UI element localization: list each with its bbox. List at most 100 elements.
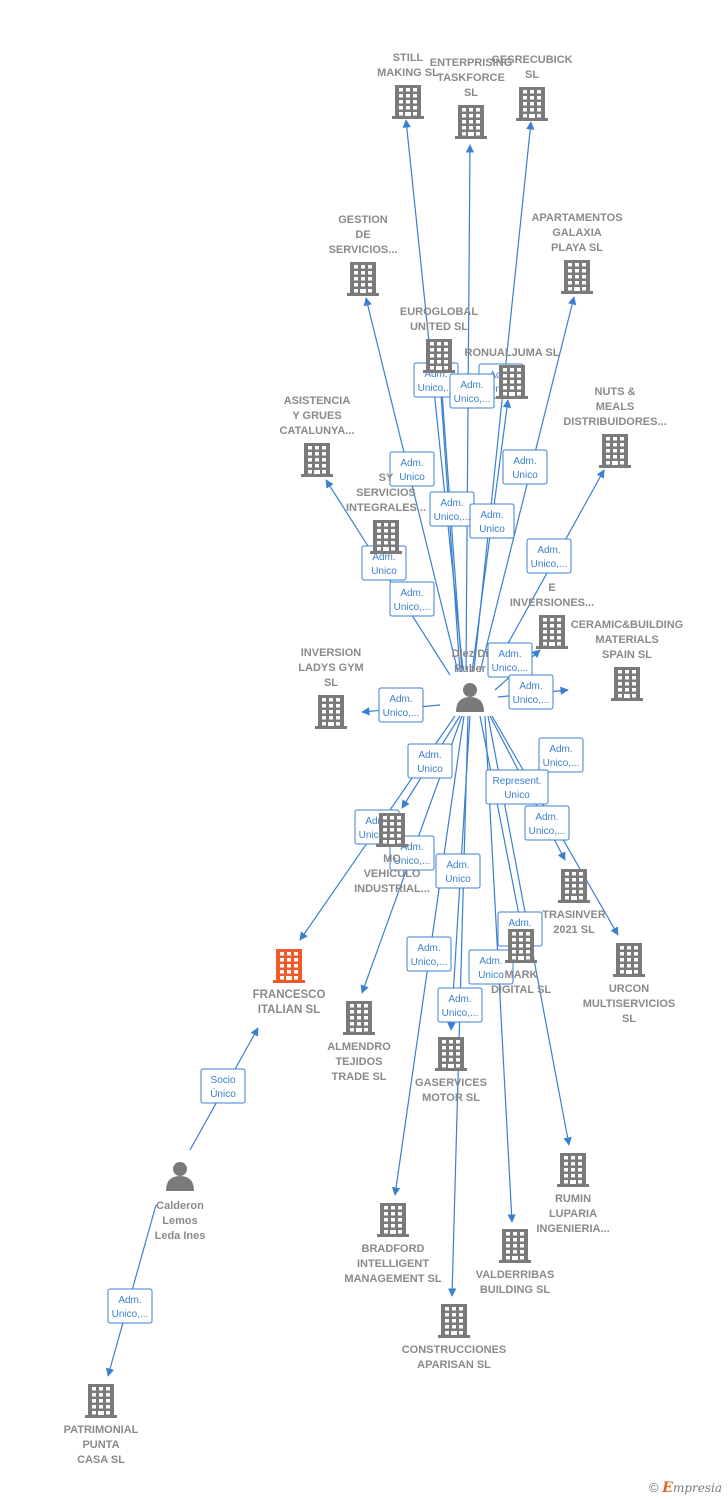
brand-footer[interactable]: © Empresia	[649, 1480, 722, 1496]
edge-label-diez-still[interactable]: Adm.Unico	[389, 451, 435, 487]
building-icon	[315, 695, 347, 729]
edge-label-diez-urcon[interactable]: Represent.Unico	[485, 769, 549, 805]
node-label-patrimonial: PATRIMONIAL	[64, 1424, 139, 1436]
edge-label-diez-inversion_ladys[interactable]: Adm.Unico,...	[378, 687, 424, 723]
edge-label-box	[200, 1068, 246, 1104]
node-label-calderon: Leda Ines	[155, 1230, 206, 1242]
node-label-gaservices: GASERVICES	[415, 1077, 487, 1089]
edge-label-diez-gaservices[interactable]: Adm.Unico	[435, 853, 481, 889]
node-label-apartamentos: APARTAMENTOS	[531, 212, 622, 224]
edge-label-box	[389, 451, 435, 487]
edge-label-box	[449, 373, 495, 409]
edge-label-text: Unico,...	[529, 826, 566, 837]
node-label-urcon: URCON	[609, 983, 649, 995]
edge-label-box	[508, 674, 554, 710]
brand-initial: E	[662, 1480, 673, 1496]
node-label-mo_vehiculo: INDUSTRIAL...	[354, 883, 430, 895]
node-label-bradford: MANAGEMENT SL	[344, 1273, 441, 1285]
edge-label-box	[526, 538, 572, 574]
node-gestion[interactable]: GESTIONDESERVICIOS...	[329, 214, 398, 296]
edge-label-diez-ceramic[interactable]: Adm.Unico,...	[508, 674, 554, 710]
node-nuts[interactable]: NUTS &MEALSDISTRIBUIDORES...	[563, 386, 667, 468]
node-gaservices[interactable]: GASERVICES MOTOR SL	[415, 1037, 487, 1104]
edge-label-text: Adm.	[479, 956, 502, 967]
edge-label-diez-bradford[interactable]: Adm.Unico,...	[406, 936, 452, 972]
building-icon	[423, 339, 455, 373]
edge-label-box	[502, 449, 548, 485]
edge-label-text: Adm.	[400, 842, 423, 853]
edge-label-box	[435, 853, 481, 889]
building-icon	[516, 87, 548, 121]
edge-label-diez-enterprising[interactable]: Adm.Unico,...	[429, 491, 475, 527]
edge-label-text: Unico,...	[543, 758, 580, 769]
node-label-nuts: NUTS &	[595, 386, 636, 398]
node-label-still: STILL	[393, 52, 424, 64]
edge-label-box	[389, 581, 435, 617]
node-bradford[interactable]: BRADFORD INTELLIGENT MANAGEMENT SL	[344, 1203, 442, 1285]
edge-label-diez-nuts[interactable]: Adm.Unico,...	[526, 538, 572, 574]
edge-label-diez-trasinver[interactable]: Adm. Unico,...	[538, 737, 584, 773]
edge-label-diez-sy[interactable]: Adm.Unico,...	[449, 373, 495, 409]
building-icon	[301, 443, 333, 477]
node-inversiones[interactable]: EINVERSIONES...	[510, 582, 594, 649]
edge-label-diez-gesrecubick[interactable]: Adm.Unico	[469, 503, 515, 539]
edge-label-text: Unico,...	[359, 830, 396, 841]
copyright-symbol: ©	[648, 1480, 659, 1495]
edge-label-box	[437, 987, 483, 1023]
edge-label-diez-construcciones[interactable]: Adm.Unico,...	[437, 987, 483, 1023]
node-mo_vehiculo[interactable]: MOVEHICULOINDUSTRIAL...	[354, 813, 430, 895]
edge-label-diez-asistencia[interactable]: Adm.Unico	[361, 545, 407, 581]
node-label-euroglobal: EUROGLOBAL	[400, 306, 479, 318]
node-label-gestion: GESTION	[338, 214, 388, 226]
building-icon	[435, 1037, 467, 1071]
edge-label-diez-inversiones[interactable]: Adm.Unico,...	[487, 642, 533, 678]
person-icon	[456, 683, 484, 712]
edge-label-calderon-patrimonial[interactable]: Adm.Unico,...	[107, 1288, 153, 1324]
node-label-bradford: INTELLIGENT	[357, 1258, 429, 1270]
edge-label-diez-valderribas[interactable]: Adm.Unico	[468, 949, 514, 985]
node-label-trasinver: 2021 SL	[553, 924, 595, 936]
edge-label-diez-mo_vehiculo[interactable]: Adm.Unico	[407, 743, 453, 779]
building-icon	[557, 1153, 589, 1187]
building-icon	[455, 105, 487, 139]
edge-label-diez-rumin[interactable]: Adm.Unico,...	[524, 805, 570, 841]
node-ronualjuma[interactable]: RONUALJUMA SL	[465, 347, 560, 399]
edge-label-text: Adm.	[400, 588, 423, 599]
node-label-mo_vehiculo: MO	[383, 853, 401, 865]
node-rumin[interactable]: RUMINLUPARIAINGENIERIA...	[536, 1153, 610, 1235]
edge-label-text: Unico,...	[434, 512, 471, 523]
node-sy[interactable]: SYSERVICIOSINTEGRALES...	[346, 472, 426, 554]
building-icon	[343, 1001, 375, 1035]
node-label-gaservices: MOTOR SL	[422, 1092, 480, 1104]
edge-label-diez-gestion[interactable]: Adm.Unico,...	[389, 581, 435, 617]
edge-label-text: Adm.	[389, 694, 412, 705]
node-label-bradford: BRADFORD	[362, 1243, 425, 1255]
edge-label-text: Adm.	[549, 744, 572, 755]
building-icon	[273, 949, 305, 983]
edge-label-diez-apartamentos[interactable]: Adm.Unico	[502, 449, 548, 485]
building-icon	[438, 1304, 470, 1338]
node-label-valderribas: VALDERRIBAS	[476, 1269, 555, 1281]
edge-label-text: Adm.	[480, 510, 503, 521]
edge-label-text: Unico	[445, 874, 471, 885]
